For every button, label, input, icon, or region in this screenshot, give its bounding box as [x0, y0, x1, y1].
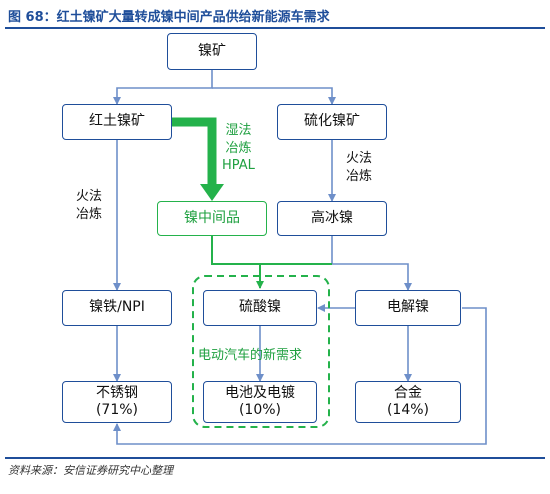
node-sulfate-label: 硫酸镍: [239, 299, 281, 316]
stainless-share: (71%): [95, 402, 139, 418]
node-matte-label: 高冰镍: [311, 209, 353, 226]
node-sulfide-nickel-ore: 硫化镍矿: [277, 104, 387, 140]
node-stainless-steel: 不锈钢 (71%): [62, 381, 172, 423]
source-rule: [5, 457, 545, 459]
alloy-share: (14%): [386, 402, 430, 418]
pyro-label-right: 火法 冶炼: [346, 150, 372, 185]
matte-to-electrolytic-arrow: [331, 236, 412, 291]
figure-title: 图 68：红土镍矿大量转成镍中间产品供给新能源车需求: [8, 10, 330, 25]
pyro-right-line2: 冶炼: [346, 168, 373, 184]
figure-source: 资料来源：安信证券研究中心整理: [8, 464, 173, 477]
node-electrolytic-label: 电解镍: [387, 299, 429, 316]
battery-share: (10%): [238, 402, 282, 418]
node-nickel-ore-label: 镍矿: [198, 42, 226, 59]
ev-demand-region: [192, 275, 330, 428]
node-nickel-intermediate: 镍中间品: [157, 201, 267, 236]
node-alloy: 合金 (14%): [355, 381, 461, 423]
node-battery-plating: 电池及电镀 (10%): [203, 381, 317, 423]
hpal-line1: 湿法: [225, 123, 252, 138]
node-electrolytic-nickel: 电解镍: [355, 290, 461, 326]
pyro-right-line1: 火法: [346, 151, 373, 166]
hpal-arrow: [170, 117, 224, 201]
node-ferronickel-npi: 镍铁/NPI: [62, 290, 172, 326]
electrolytic-to-stainless-arrow: [113, 307, 487, 445]
node-nickel-sulfate: 硫酸镍: [203, 290, 317, 326]
ore-to-sulfide-arrow: [212, 87, 336, 105]
battery-name: 电池及电镀: [225, 384, 295, 401]
hpal-line3: HPAL: [222, 158, 255, 174]
node-laterite-nickel-ore: 红土镍矿: [62, 104, 172, 140]
title-rule: [5, 27, 545, 29]
node-ferronickel-label: 镍铁/NPI: [89, 299, 145, 316]
green-flow-lines: [211, 236, 332, 289]
node-nickel-matte: 高冰镍: [277, 201, 387, 236]
blue-flow-lines: [113, 54, 487, 445]
pyro-left-line1: 火法: [76, 189, 103, 204]
node-nickel-ore: 镍矿: [167, 33, 257, 70]
hpal-label: 湿法 冶炼 HPAL: [222, 122, 255, 175]
intermediate-to-sulfate-arrow: [211, 236, 264, 289]
pyro-label-left: 火法 冶炼: [76, 188, 102, 223]
stainless-name: 不锈钢: [95, 384, 138, 401]
ore-to-laterite-arrow: [113, 54, 213, 105]
ev-demand-label: 电动汽车的新需求: [198, 348, 303, 363]
node-sulfide-label: 硫化镍矿: [304, 113, 360, 130]
hpal-line2: 冶炼: [225, 140, 252, 156]
node-intermediate-label: 镍中间品: [184, 209, 240, 226]
pyro-left-line2: 冶炼: [76, 206, 103, 222]
alloy-name: 合金: [393, 384, 422, 401]
node-laterite-label: 红土镍矿: [89, 113, 145, 130]
